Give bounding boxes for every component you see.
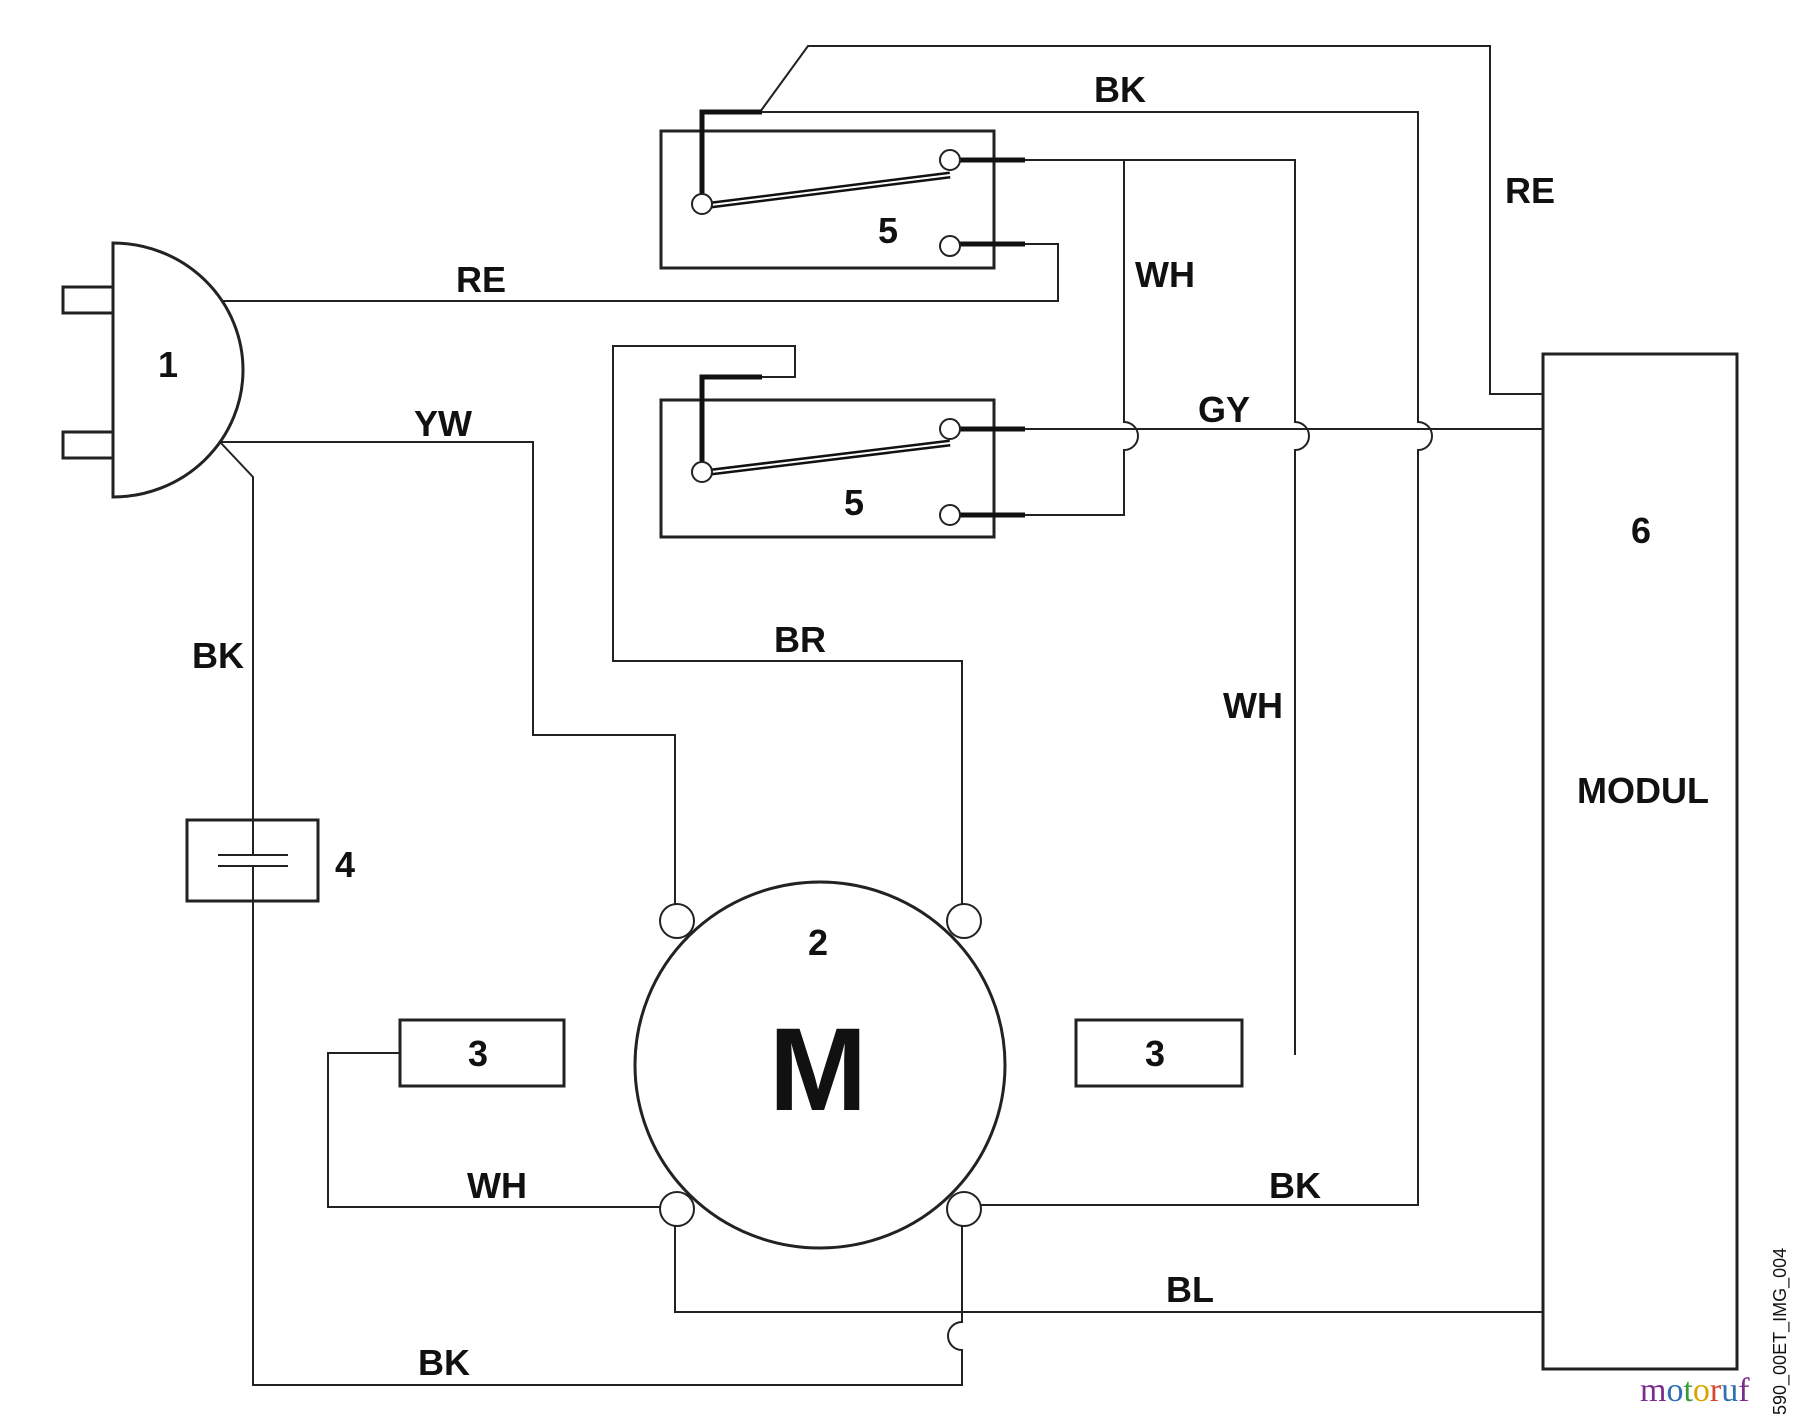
module-label: MODUL — [1577, 770, 1709, 811]
field-coil-left: 3 — [398, 1018, 566, 1088]
wire-wh-bottom — [327, 1052, 665, 1208]
motor-number: 2 — [808, 922, 828, 963]
switch-bottom-pivot — [691, 461, 713, 483]
motor-terminal-bottom-right — [946, 1191, 982, 1227]
wire-br — [612, 345, 963, 905]
label-br: BR — [774, 619, 826, 660]
plug: 1 — [61, 241, 245, 499]
wires — [219, 45, 1543, 1386]
module-box — [1541, 352, 1739, 1371]
switch-top-lever-arm — [699, 109, 762, 202]
label-bl: BL — [1166, 1269, 1214, 1310]
motor-symbol: M — [769, 1004, 867, 1136]
field-coil-right-number: 3 — [1145, 1033, 1165, 1074]
switch-bottom: 5 — [659, 374, 1025, 539]
wire-re-plug — [220, 243, 1059, 302]
image-code: 590_00ET_IMG_004 — [1770, 1247, 1790, 1415]
switch-top-terminal-lower — [939, 235, 961, 257]
capacitor: 4 — [185, 818, 355, 903]
label-wh-switch: WH — [1135, 254, 1195, 295]
brand-letter: o — [1692, 1372, 1710, 1409]
switch-top-box — [659, 129, 996, 270]
switch-top: 5 — [659, 109, 1025, 270]
switch-bottom-terminal-upper — [939, 418, 961, 440]
label-gy: GY — [1198, 389, 1250, 430]
label-wh-bottom: WH — [467, 1165, 527, 1206]
brand-letter: m — [1640, 1372, 1667, 1409]
label-re-plug: RE — [456, 259, 506, 300]
brand-letter: r — [1709, 1372, 1722, 1409]
switch-top-pivot — [691, 193, 713, 215]
plug-number: 1 — [158, 344, 178, 385]
brand-letter: f — [1738, 1372, 1750, 1409]
module: 6 MODUL — [1541, 352, 1739, 1371]
plug-pin-top — [61, 285, 115, 315]
label-bk-bottom: BK — [418, 1342, 470, 1383]
brand-letter: o — [1666, 1372, 1684, 1409]
label-bk-top: BK — [1094, 69, 1146, 110]
label-wh-long: WH — [1223, 685, 1283, 726]
wire-wh-long — [1124, 159, 1310, 1055]
motor: 2 M — [633, 880, 1007, 1250]
wire-bk-top — [760, 111, 1433, 1206]
wire-bk-left — [219, 441, 963, 1386]
label-bk-right: BK — [1269, 1165, 1321, 1206]
wire-labels: BK RE RE WH GY YW BR WH BK WH BK BL BK — [192, 69, 1555, 1383]
switch-top-number: 5 — [878, 210, 898, 251]
plug-body — [111, 241, 245, 499]
capacitor-number: 4 — [335, 844, 355, 885]
motor-terminal-top-left — [659, 903, 695, 939]
field-coil-left-box — [398, 1018, 566, 1088]
label-bk-left: BK — [192, 635, 244, 676]
wire-wh-switch — [1025, 159, 1139, 516]
wire-yw — [220, 441, 676, 905]
motor-body — [633, 880, 1007, 1250]
switch-bottom-number: 5 — [844, 482, 864, 523]
plug-pin-bottom — [61, 430, 115, 460]
wire-bl — [674, 1220, 1543, 1313]
motor-terminal-bottom-left — [659, 1191, 695, 1227]
field-coil-right: 3 — [1074, 1018, 1244, 1088]
label-yw: YW — [414, 403, 472, 444]
brand-watermark: motoruf — [1640, 1372, 1750, 1410]
wire-re-module — [759, 45, 1543, 395]
motor-terminal-top-right — [946, 903, 982, 939]
field-coil-left-number: 3 — [468, 1033, 488, 1074]
switch-bottom-terminal-lower — [939, 504, 961, 526]
switch-top-terminal-upper — [939, 149, 961, 171]
brand-letter: u — [1721, 1372, 1739, 1409]
switch-bottom-lever-arm — [699, 374, 762, 470]
label-re-module: RE — [1505, 170, 1555, 211]
brand-letter: t — [1683, 1372, 1693, 1409]
module-number: 6 — [1631, 510, 1651, 551]
field-coil-right-box — [1074, 1018, 1244, 1088]
